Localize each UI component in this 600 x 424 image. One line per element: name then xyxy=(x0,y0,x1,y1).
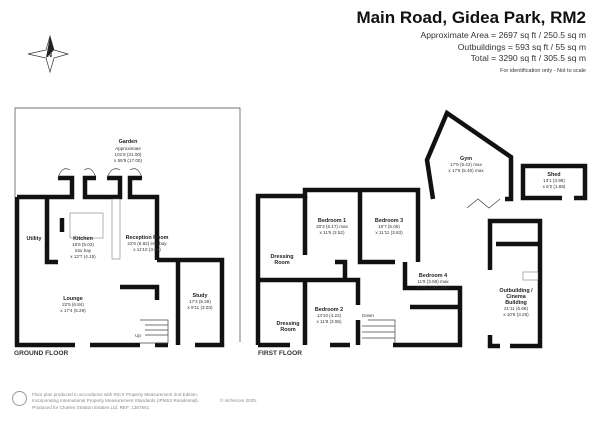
first-floor-label: FIRST FLOOR xyxy=(258,350,302,357)
room-name: Dressing xyxy=(276,321,299,327)
room-name: Study xyxy=(193,293,208,299)
room-dim: x 9'11 (3.03) xyxy=(187,305,213,310)
room-dim: x 9'3 (2.82) max xyxy=(417,285,450,290)
outbuildings-area: Outbuildings = 593 sq ft / 55 sq m xyxy=(457,41,586,52)
room-name: Reception Room xyxy=(126,235,169,241)
disclaimer: For identification only - Not to scale xyxy=(500,67,586,74)
cinema-building: Outbuilding / Cinema Building 21'11 (6.6… xyxy=(487,218,543,349)
room-name: Bedroom 4 xyxy=(419,273,447,279)
room-dim: 13'10 (4.22) xyxy=(317,313,342,318)
room-dim: 11'9 (3.58) max xyxy=(417,279,449,284)
room-name: Lounge xyxy=(63,296,82,302)
stairs-up: Up xyxy=(135,324,168,338)
stairs-label: Up xyxy=(135,333,141,338)
room-dim: x 11'11 (3.63) xyxy=(375,230,403,235)
room-name: Utility xyxy=(27,236,42,242)
first-floor-plan: Down Bedroom 1 20'3 (6.17) max x 11'6 (3… xyxy=(255,187,463,348)
stairs-label: Down xyxy=(362,313,374,318)
room-name: Bedroom 3 xyxy=(375,218,403,224)
room-dim: 17'9 (5.42) max xyxy=(450,162,482,167)
room-dim: x 6'2 (1.88) xyxy=(543,184,566,189)
room-name: Room xyxy=(274,260,289,266)
property-title: Main Road, Gidea Park, RM2 xyxy=(356,8,586,27)
footer-line: Incorporating International Property Mea… xyxy=(32,398,199,404)
room-dim: x 17'8 (5.40) max xyxy=(448,168,484,173)
stairs-down: Down xyxy=(362,313,395,339)
compass-north-label: N xyxy=(47,52,52,59)
room-name: Building xyxy=(505,300,527,306)
room-dim: 20'3 (6.17) max xyxy=(316,224,348,229)
room-dim: 17'4 (5.29) xyxy=(189,299,211,304)
footer-line: Produced for Charles Stratton Estates Lt… xyxy=(32,404,150,410)
ground-floor-label: GROUND FLOOR xyxy=(14,350,69,357)
room-name: Room xyxy=(280,327,295,333)
approx-area: Approximate Area = 2697 sq ft / 250.5 sq… xyxy=(420,30,586,40)
footer-line: Floor plan produced in accordance with R… xyxy=(32,392,198,397)
shed: Shed 13'1 (3.98) x 6'2 (1.88) xyxy=(520,163,588,201)
area-summary: Approximate Area = 2697 sq ft / 250.5 sq… xyxy=(420,30,586,77)
room-name: Kitchen xyxy=(73,236,93,242)
footer-notes: Floor plan produced in accordance with R… xyxy=(32,392,199,411)
room-name: Outbuilding / xyxy=(499,288,533,294)
room-name: Cinema xyxy=(506,294,526,300)
copyright: © nichecom 2025. xyxy=(220,398,258,403)
room-dim: 13'1 (3.98) xyxy=(543,178,565,183)
room-dim: 22'6 (6.82) into bay xyxy=(127,241,167,246)
room-dim: 16'7 (5.05) xyxy=(378,224,400,229)
room-name: Shed xyxy=(547,172,560,178)
total-area: Total = 3290 sq ft / 305.5 sq m xyxy=(470,53,586,63)
room-name: Garden xyxy=(119,139,138,145)
room-dim: into bay xyxy=(75,248,92,253)
garden: Garden Approximate 101'8 (31.00) x 55'9 … xyxy=(14,107,241,342)
room-name: Gym xyxy=(460,156,472,162)
room-dim: x 10'8 (3.26) xyxy=(503,312,529,317)
room-name: Dressing xyxy=(270,254,293,260)
room-dim: x 17'4 (5.29) xyxy=(60,308,86,313)
room-dim: 21'11 (6.68) xyxy=(504,306,529,311)
compass-icon: N xyxy=(27,34,70,74)
room-dim: 101'8 (31.00) xyxy=(115,152,142,157)
room-dim: x 11'6 (3.52) xyxy=(319,230,345,235)
room-name: Bedroom 1 xyxy=(318,218,346,224)
room-dim: Approximate xyxy=(115,146,141,151)
rics-logo-icon xyxy=(12,391,27,406)
ground-floor-plan: Up Utility Kitchen 16'6 (5.03) into bay … xyxy=(14,168,225,348)
room-dim: x 11'8 (3.55) xyxy=(316,319,342,324)
room-dim: 22'5 (6.84) xyxy=(62,302,84,307)
room-name: Bedroom 2 xyxy=(315,307,343,313)
room-dim: x 55'9 (17.00) xyxy=(114,158,142,163)
room-dim: x 11'10 (3.60) xyxy=(133,247,161,252)
room-dim: 16'6 (5.03) xyxy=(72,242,94,247)
room-dim: x 13'7 (4.15) xyxy=(70,254,96,259)
gym: Gym 17'9 (5.42) max x 17'8 (5.40) max xyxy=(424,109,514,209)
